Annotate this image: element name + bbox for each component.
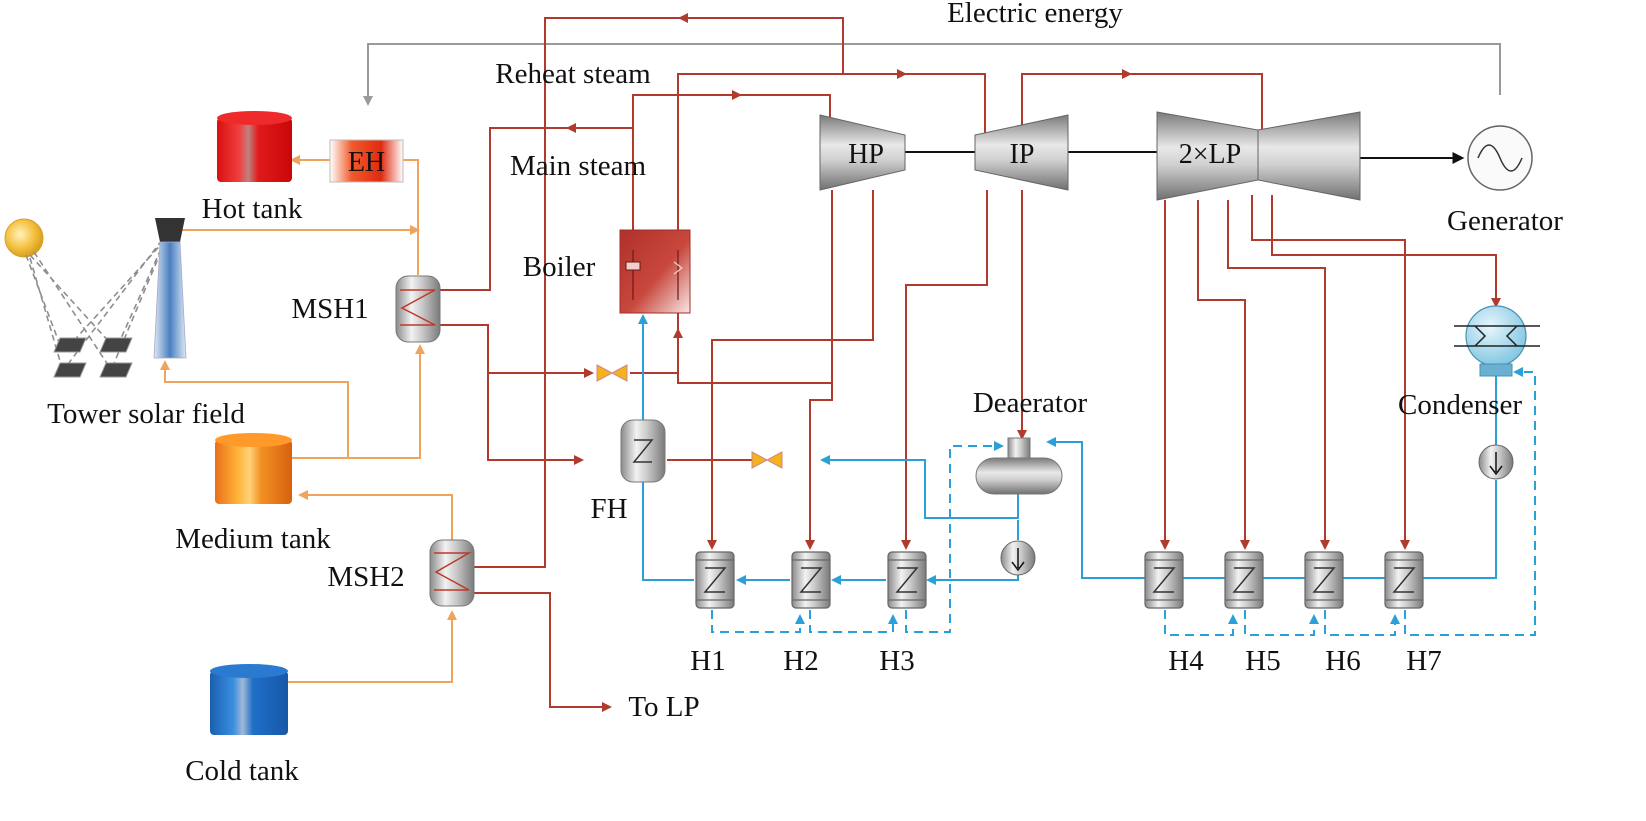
heater-h5-label: H5 (1245, 645, 1280, 677)
electric-energy-line (363, 43, 1501, 106)
condensate-pump-icon (1478, 444, 1514, 480)
labels: Electric energy Reheat steam Main steam … (47, 0, 1563, 787)
msh1-label: MSH1 (291, 293, 368, 325)
condenser (1454, 305, 1540, 377)
feedwater-pump-icon (1000, 540, 1036, 576)
heater-h5 (1224, 551, 1264, 609)
heater-h4-label: H4 (1168, 645, 1204, 677)
heater-h4 (1144, 551, 1184, 609)
medium-tank-label: Medium tank (175, 523, 331, 555)
valve-icon (751, 451, 783, 469)
generator-label: Generator (1447, 205, 1563, 237)
heliostat-icon (53, 337, 133, 378)
fh-label: FH (590, 493, 627, 525)
hp-label: HP (848, 139, 884, 170)
ip-label: IP (1010, 139, 1035, 170)
main-steam-label: Main steam (510, 150, 647, 182)
heater-h2-label: H2 (783, 645, 818, 677)
electric-energy-label: Electric energy (947, 0, 1123, 29)
cold-tank (210, 664, 288, 735)
heater-h1-label: H1 (690, 645, 725, 677)
lp-label: 2×LP (1179, 139, 1241, 170)
generator (1467, 125, 1533, 191)
tower-solar-field (4, 218, 187, 378)
heater-h7 (1384, 551, 1424, 609)
drain-lines (711, 367, 1536, 636)
turbine-shaft (905, 151, 1465, 164)
msh2-heater (429, 539, 475, 607)
boiler (619, 229, 691, 314)
feedwater-lines (638, 314, 1497, 585)
heater-h6-label: H6 (1325, 645, 1360, 677)
msh2-label: MSH2 (327, 561, 404, 593)
medium-tank (215, 433, 292, 504)
sun-icon (4, 218, 44, 258)
hot-tank (217, 111, 292, 182)
to-lp-label: To LP (628, 691, 699, 723)
cold-tank-label: Cold tank (185, 755, 299, 787)
boiler-label: Boiler (523, 251, 596, 283)
molten-salt-lines (160, 155, 457, 683)
heater-h3-label: H3 (879, 645, 914, 677)
valve-icon (596, 364, 628, 382)
deaerator-label: Deaerator (973, 387, 1088, 419)
hp-turbine: HP (819, 114, 906, 191)
heater-h2 (791, 551, 831, 609)
electric-heater: EH (329, 139, 404, 183)
heater-h3 (887, 551, 927, 609)
lp-turbine: 2×LP (1156, 111, 1361, 201)
eh-label: EH (348, 147, 385, 178)
solar-tower-icon (153, 218, 187, 359)
fh-heater (620, 419, 666, 483)
deaerator (975, 437, 1063, 495)
reheat-steam-label: Reheat steam (495, 58, 651, 90)
msh1-heater (395, 275, 441, 343)
ip-turbine: IP (974, 114, 1069, 191)
steam-lines (437, 13, 1501, 712)
heater-h6 (1304, 551, 1344, 609)
tower-solar-field-label: Tower solar field (47, 398, 245, 430)
heater-h7-label: H7 (1406, 645, 1441, 677)
condenser-label: Condenser (1398, 389, 1522, 421)
heater-h1 (695, 551, 735, 609)
hot-tank-label: Hot tank (202, 193, 303, 225)
